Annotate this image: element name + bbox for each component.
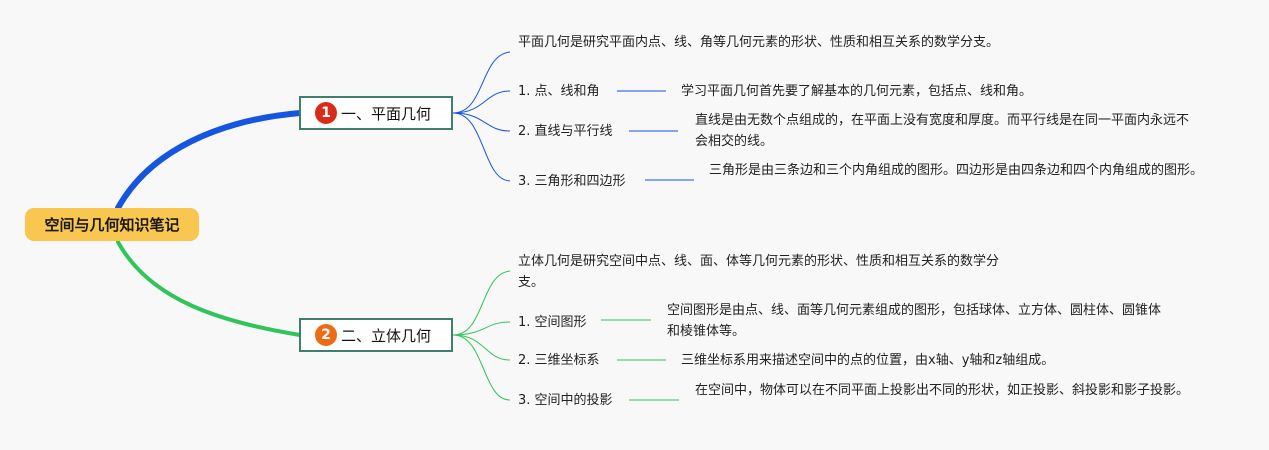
root-branch1-connector: [115, 110, 303, 211]
branch1-item3-desc[interactable]: 三角形是由三条边和三个内角组成的图形。四边形是由四条边和四个内角组成的图形。: [709, 163, 1204, 178]
number-badge-icon: 1: [315, 102, 337, 124]
root-topic[interactable]: 空间与几何知识笔记: [25, 208, 199, 241]
branch-plane-geometry[interactable]: 1 一、平面几何: [299, 96, 453, 130]
branch2-item3-label[interactable]: 3. 空间中的投影: [518, 393, 613, 408]
branch1-item3-label[interactable]: 3. 三角形和四边形: [518, 174, 626, 189]
branch2-item1-desc[interactable]: 空间图形是由点、线、面等几何元素组成的图形，包括球体、立方体、圆柱体、圆锥体和棱…: [667, 303, 1162, 339]
branch2-item2-desc[interactable]: 三维坐标系用来描述空间中的点的位置，由x轴、y轴和z轴组成。: [681, 353, 1055, 368]
branch1-item1-desc[interactable]: 学习平面几何首先要了解基本的几何元素，包括点、线和角。: [681, 84, 1033, 99]
branch2-item3-desc[interactable]: 在空间中，物体可以在不同平面上投影出不同的形状，如正投影、斜投影和影子投影。: [695, 383, 1190, 398]
branch1-item1-label[interactable]: 1. 点、线和角: [518, 84, 600, 99]
branch2-intro[interactable]: 立体几何是研究空间中点、线、面、体等几何元素的形状、性质和相互关系的数学分支。: [518, 254, 1000, 290]
branch-solid-geometry[interactable]: 2 二、立体几何: [299, 318, 453, 352]
branch1-item2-label[interactable]: 2. 直线与平行线: [518, 124, 613, 139]
branch2-item1-label[interactable]: 1. 空间图形: [518, 315, 587, 330]
branch-label: 二、立体几何: [341, 326, 432, 345]
branch1-item2-desc[interactable]: 直线是由无数个点组成的，在平面上没有宽度和厚度。而平行线是在同一平面内永远不会相…: [695, 113, 1190, 149]
root-branch2-connector: [116, 240, 302, 337]
branch2-connectors: [452, 270, 679, 401]
branch2-item2-label[interactable]: 2. 三维坐标系: [518, 353, 600, 368]
number-badge-icon: 2: [315, 324, 337, 346]
root-topic-label: 空间与几何知识笔记: [44, 216, 180, 234]
branch-label: 一、平面几何: [341, 104, 432, 123]
branch1-intro[interactable]: 平面几何是研究平面内点、线、角等几何元素的形状、性质和相互关系的数学分支。: [518, 35, 1000, 50]
branch1-connectors: [452, 51, 694, 182]
